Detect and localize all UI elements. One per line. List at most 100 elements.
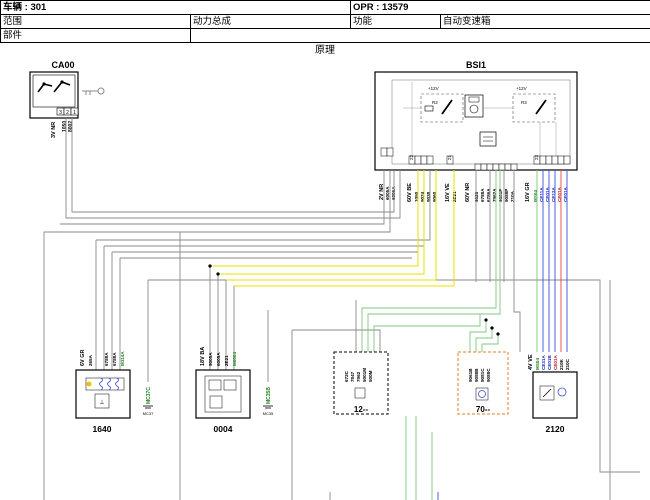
svg-text:MC37: MC37 — [143, 411, 154, 416]
wires-yellow — [210, 170, 455, 287]
svg-text:MC35B: MC35B — [266, 387, 272, 404]
svg-text:9088P: 9088P — [504, 189, 509, 202]
vehicle-cell: 车辆 : 301 — [0, 0, 352, 15]
component-2120[interactable]: 4V VE MS04 CE31A CE01B CE01A 210K 210C 2… — [528, 354, 578, 434]
svg-text:+12V: +12V — [516, 86, 527, 91]
function-label: 功能 — [350, 14, 442, 29]
svg-text:9081C: 9081C — [480, 368, 485, 382]
svg-text:7847: 7847 — [350, 371, 355, 382]
svg-text:6788A: 6788A — [480, 188, 485, 202]
svg-text:2E21: 2E21 — [224, 355, 229, 366]
component-70[interactable]: 9061B 9088B 9081C 9088C 70-- — [457, 351, 509, 415]
svg-text:R3: R3 — [521, 100, 527, 105]
svg-text:CE11A: CE11A — [539, 187, 544, 202]
key-icon — [82, 87, 105, 95]
header-table: 车辆 : 301 OPR : 13579 范围 动力总成 功能 自动变速箱 部件 — [0, 0, 650, 44]
svg-text:210K: 210K — [559, 358, 564, 370]
svg-text:M114A: M114A — [120, 351, 125, 366]
svg-text:9088B: 9088B — [474, 368, 479, 382]
svg-text:1050: 1050 — [414, 191, 419, 202]
svg-text:9038: 9038 — [426, 191, 431, 202]
svg-text:6788A: 6788A — [112, 352, 117, 366]
bsi1-label: BSI1 — [466, 60, 486, 70]
svg-text:265A: 265A — [88, 354, 93, 366]
svg-text:R2: R2 — [432, 100, 438, 105]
svg-text:9061B: 9061B — [468, 368, 473, 382]
svg-text:MS04: MS04 — [533, 190, 538, 202]
c0004-label: 0004 — [214, 424, 233, 434]
svg-text:22: 22 — [409, 154, 414, 160]
svg-text:2V NR: 2V NR — [379, 184, 385, 200]
ground-mc35: MC35B MC35 — [263, 387, 274, 416]
svg-text:9060: 9060 — [432, 191, 437, 202]
svg-text:CE31A: CE31A — [541, 355, 546, 370]
svg-text:MC35: MC35 — [263, 411, 274, 416]
svg-text:9088C: 9088C — [486, 368, 491, 382]
component-0004[interactable]: 18V BA 9005A 6008A 2E21 M0004 0004 — [195, 347, 251, 434]
svg-text:18V BA: 18V BA — [200, 347, 206, 366]
svg-text:CE01A: CE01A — [553, 355, 558, 370]
junction-dots — [208, 264, 500, 336]
wires-green — [361, 170, 501, 500]
svg-text:210A: 210A — [510, 190, 515, 202]
scope-label: 范围 — [0, 14, 191, 29]
component-ca00[interactable]: CA00 3 2 1 3V NR 1050 8002 — [29, 60, 105, 138]
component-bsi1[interactable]: BSI1 +12V R2 +12V R3 — [374, 60, 578, 202]
svg-text:CE01B: CE01B — [547, 355, 552, 370]
svg-text:500M: 500M — [368, 370, 373, 382]
svg-text:7962: 7962 — [356, 371, 361, 382]
wires-grey — [43, 118, 640, 500]
svg-text:2: 2 — [66, 110, 69, 116]
svg-text:6006A: 6006A — [391, 186, 396, 200]
section-title: 原理 — [315, 45, 335, 56]
svg-text:16V VE: 16V VE — [445, 183, 451, 202]
svg-text:CE01A: CE01A — [545, 187, 550, 202]
svg-text:4V VE: 4V VE — [528, 354, 534, 370]
svg-text:MS04: MS04 — [535, 358, 540, 370]
ca00-tag: 3V NR — [51, 122, 57, 138]
svg-text:60V NR: 60V NR — [465, 183, 471, 202]
svg-text:23: 23 — [534, 154, 539, 160]
c70-label: 70-- — [476, 405, 491, 414]
svg-text:9024: 9024 — [420, 191, 425, 202]
svg-text:9026: 9026 — [474, 191, 479, 202]
component-1640[interactable]: 6V GR 265A 6788A 6788A M114A ⊥ 1640 — [75, 349, 131, 434]
svg-text:672C: 672C — [344, 370, 349, 382]
c2120-label: 2120 — [546, 424, 565, 434]
ca00-label: CA00 — [51, 60, 74, 70]
svg-text:21: 21 — [447, 154, 452, 160]
svg-text:CE01A: CE01A — [557, 187, 562, 202]
svg-text:6008A: 6008A — [216, 352, 221, 366]
c12-label: 12-- — [354, 405, 369, 414]
svg-text:M0004: M0004 — [232, 352, 237, 366]
svg-text:6V GR: 6V GR — [80, 349, 86, 366]
function-value: 自动变速箱 — [440, 14, 650, 29]
ground-mc37: MC37C MC37 — [143, 387, 154, 416]
svg-text:6786A: 6786A — [486, 188, 491, 202]
svg-text:6005A: 6005A — [385, 186, 390, 200]
svg-text:+12V: +12V — [428, 86, 439, 91]
svg-text:3: 3 — [59, 110, 62, 116]
svg-text:1050: 1050 — [62, 121, 68, 132]
svg-text:MC37C: MC37C — [146, 387, 152, 404]
wires-colored — [437, 170, 568, 500]
part-label: 部件 — [0, 28, 191, 43]
c1640-label: 1640 — [93, 424, 112, 434]
svg-text:60V BE: 60V BE — [407, 183, 413, 202]
svg-text:9005A: 9005A — [208, 352, 213, 366]
svg-text:16V GR: 16V GR — [525, 182, 531, 202]
wiring-diagram: CA00 3 2 1 3V NR 1050 8002 BSI1 +12V R2 — [29, 60, 640, 500]
svg-text:210C: 210C — [565, 358, 570, 370]
svg-text:CE13A: CE13A — [551, 187, 556, 202]
opr-cell: OPR : 13579 — [350, 0, 650, 15]
svg-text:⊥: ⊥ — [99, 399, 104, 406]
svg-text:5001M: 5001M — [362, 368, 367, 382]
svg-text:CE01A: CE01A — [563, 187, 568, 202]
svg-text:1: 1 — [73, 110, 76, 116]
svg-text:7962A: 7962A — [492, 188, 497, 202]
svg-text:8002: 8002 — [68, 121, 74, 132]
svg-text:9081P: 9081P — [498, 189, 503, 202]
svg-text:6788A: 6788A — [104, 352, 109, 366]
scope-value: 动力总成 — [189, 14, 352, 29]
component-12[interactable]: 672C 7847 7962 5001M 500M 12-- — [333, 351, 389, 415]
